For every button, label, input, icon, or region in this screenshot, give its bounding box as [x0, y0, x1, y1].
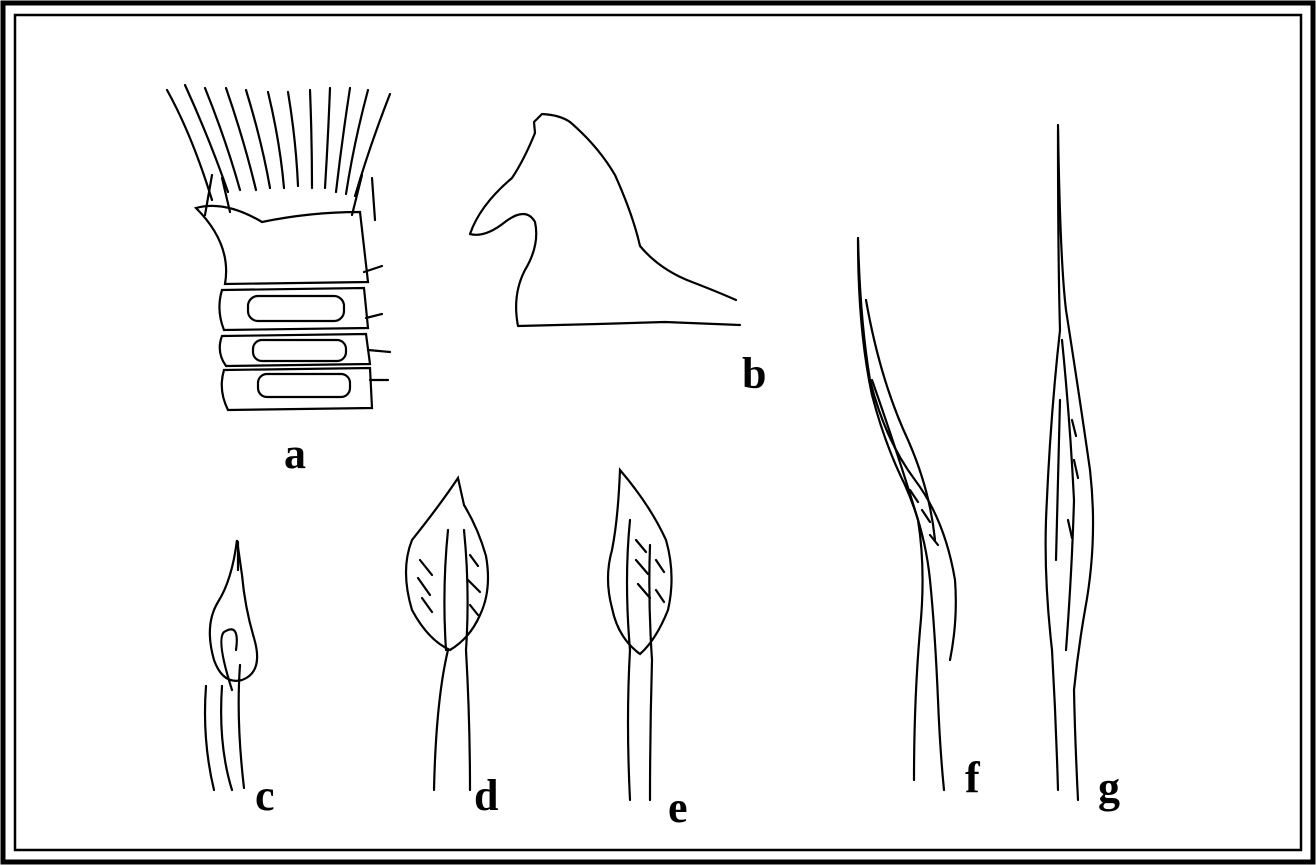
drawing-g-spine	[1046, 125, 1093, 800]
drawing-b-hooded-hook	[470, 114, 740, 326]
label-b: b	[742, 352, 766, 396]
frame-border	[3, 3, 1313, 862]
label-d: d	[474, 774, 498, 818]
drawing-d-lanceolate-seta	[406, 478, 488, 790]
label-e: e	[668, 786, 688, 830]
label-f: f	[965, 756, 980, 800]
label-a: a	[284, 432, 306, 476]
drawing-a-parapodium	[167, 85, 390, 410]
drawing-c-seta	[205, 540, 257, 790]
label-c: c	[255, 774, 275, 818]
drawing-f-spine	[858, 238, 956, 790]
drawing-e-blade-seta	[608, 470, 672, 800]
label-g: g	[1098, 766, 1120, 810]
